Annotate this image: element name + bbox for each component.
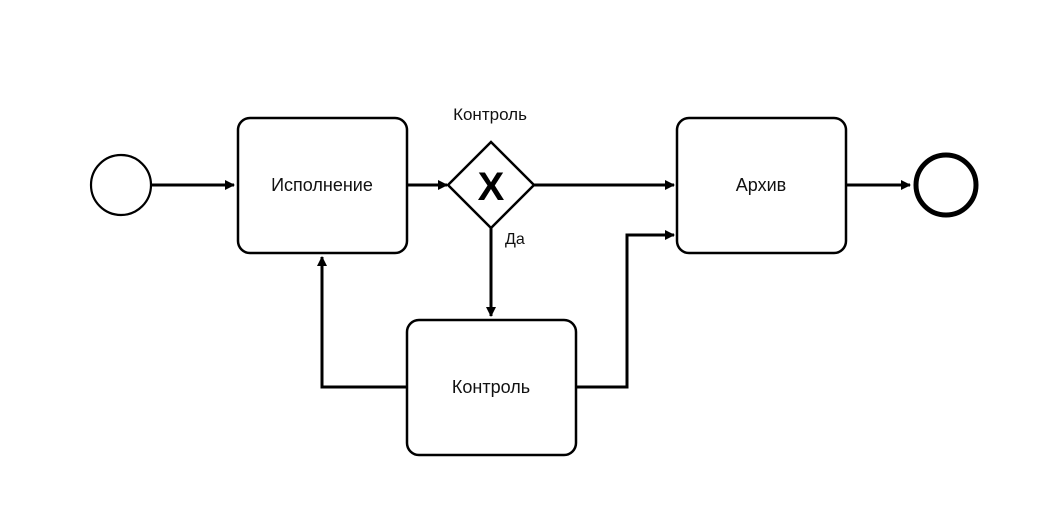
end-event[interactable] [913, 152, 979, 218]
task-archive-label: Архив [736, 175, 786, 195]
exclusive-gateway[interactable]: X [446, 140, 536, 230]
task-execution-label: Исполнение [271, 175, 373, 195]
task-execution[interactable]: Исполнение [236, 116, 409, 255]
start-event[interactable] [89, 153, 153, 217]
flow-yes-label: Да [505, 231, 525, 248]
task-archive[interactable]: Архив [675, 116, 848, 255]
gateway-marker-x-icon: X [478, 165, 505, 209]
gateway-label: Контроль [453, 105, 527, 124]
flow-control-to-execution [317, 256, 407, 389]
sequence-flows [152, 180, 911, 389]
flow-control-to-archive [576, 230, 675, 389]
task-control[interactable]: Контроль [405, 318, 578, 457]
task-control-label: Контроль [452, 377, 530, 397]
